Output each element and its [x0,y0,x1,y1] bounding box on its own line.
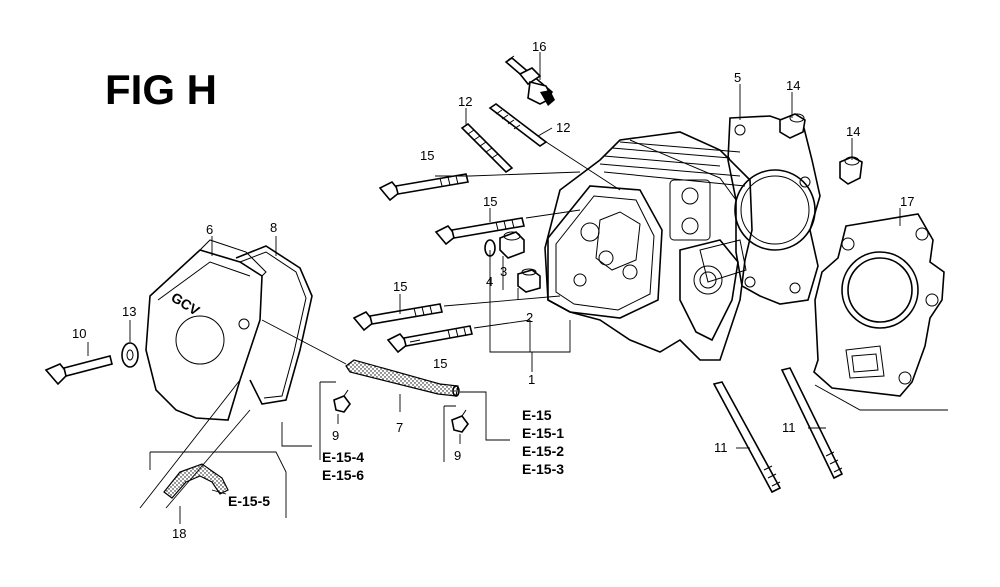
callout-18: 18 [172,526,186,541]
callout-12a: 12 [458,94,472,109]
spark-plug-16 [504,55,555,106]
clip-9a [333,389,351,413]
gasket-plate-5 [727,115,821,305]
bolt-15c [352,303,443,332]
bolt-10 [44,355,113,386]
head-cover-6: GCV [145,239,267,421]
callout-6: 6 [206,222,213,237]
head-gasket-17 [813,213,948,411]
ref-breather-4: E-15-3 [522,461,564,477]
ref-breather-3: E-15-2 [522,443,564,459]
leader-lines [87,52,901,524]
cylinder-head-1 [544,131,753,361]
callout-14a: 14 [786,78,800,93]
stud-11b [780,367,844,480]
callout-12b: 12 [556,120,570,135]
ref-breather-2: E-15-1 [522,425,564,441]
callout-10: 10 [72,326,86,341]
callout-numbers: 16 5 14 14 17 12 12 15 15 15 15 3 4 2 1 … [72,39,914,541]
callout-15c: 15 [393,279,407,294]
cover-logo: GCV [168,289,203,319]
dowel-pin-14a [779,113,806,139]
callout-17: 17 [900,194,914,209]
callout-11b: 11 [782,420,796,435]
callout-14b: 14 [846,124,860,139]
callout-8: 8 [270,220,277,235]
dowel-pin-14b [839,156,863,185]
callout-15a: 15 [420,148,434,163]
bolt-15d [386,325,473,354]
callout-16: 16 [532,39,546,54]
breather-tube-7 [345,359,460,397]
hose-18 [163,463,229,499]
washer-13 [121,342,139,368]
callout-13: 13 [122,304,136,319]
ref-cover-2: E-15-6 [322,467,364,483]
dowel-3a [499,231,525,259]
callout-15d: 15 [433,356,447,371]
stud-12a [460,122,514,174]
callout-11a: 11 [714,440,728,455]
bolt-15b [434,217,525,246]
stud-12b [488,103,548,147]
dowel-3b [517,268,541,293]
bolt-15a [378,173,469,202]
callout-5: 5 [734,70,741,85]
cover-gasket-8 [235,245,313,405]
reference-codes: E-15-4 E-15-6 E-15 E-15-1 E-15-2 E-15-3 … [228,407,564,509]
callout-9b: 9 [454,448,461,463]
stud-11a [712,381,782,494]
callout-3: 3 [500,264,507,279]
ref-hose: E-15-5 [228,493,270,509]
callout-4: 4 [486,274,493,289]
callout-9a: 9 [332,428,339,443]
callout-1: 1 [528,372,535,387]
callout-2: 2 [526,310,533,325]
callout-7: 7 [396,420,403,435]
clip-9b [451,409,469,433]
ref-cover-1: E-15-4 [322,449,364,465]
callout-15b: 15 [483,194,497,209]
figure-title: FIG H [105,66,217,113]
ref-breather-1: E-15 [522,407,552,423]
